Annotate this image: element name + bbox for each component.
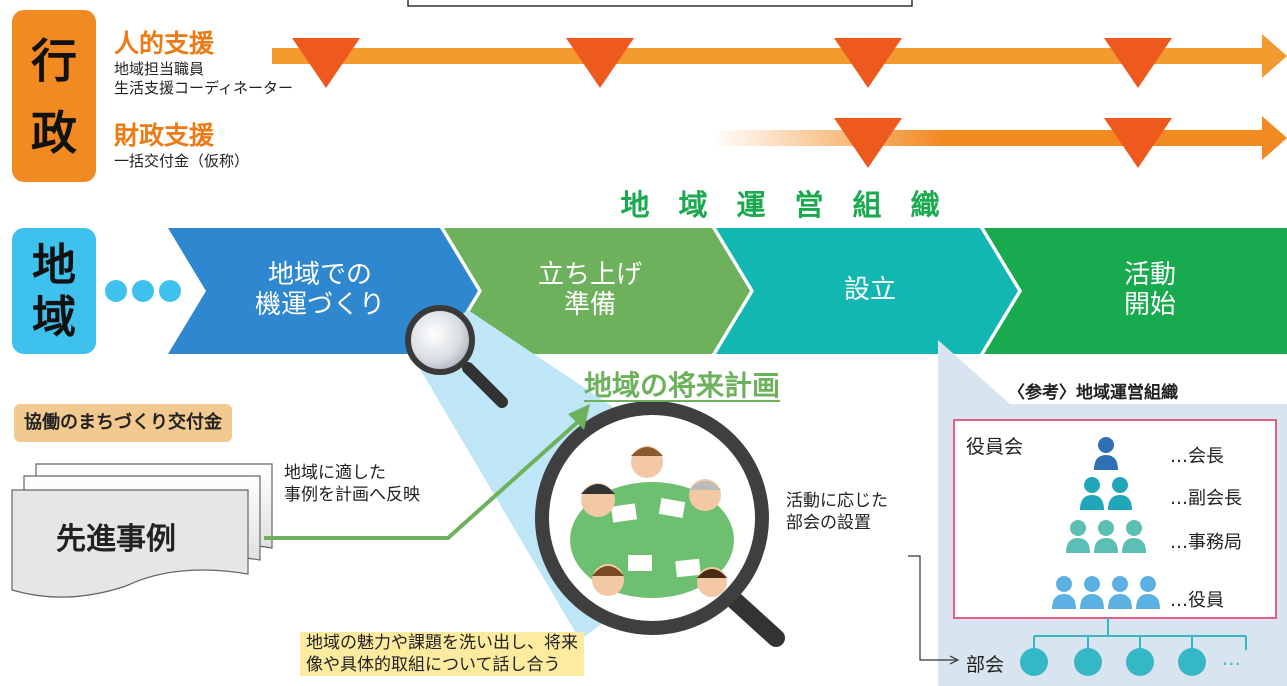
financial-support-line1: 一括交付金（仮称） (114, 152, 250, 170)
financial-support-arrow (712, 116, 1287, 160)
discussion-note: 地域の魅力や課題を洗い出し、将来像や具体的取組について話し合う (300, 632, 584, 676)
meeting-illustration (570, 446, 734, 598)
reference-title: 〈参考〉地域運営組織 (1008, 383, 1178, 403)
gov-badge: 行 政 (12, 10, 96, 182)
subcommittee-dot (1178, 648, 1206, 676)
org-title: 地 域 運 営 組 織 (620, 188, 940, 222)
role-officers: …役員 (1170, 590, 1224, 611)
grant-label: 協働のまちづくり交付金 (14, 404, 232, 442)
stage-1-shape (168, 228, 478, 354)
committee-note: 活動に応じた部会の設置 (786, 491, 888, 533)
small-lens (405, 305, 475, 375)
role-vice-chair: …副会長 (1170, 488, 1242, 509)
financial-support-title: 財政支援 (114, 121, 215, 150)
subcommittee-more: … (1222, 648, 1241, 670)
stage-1-label: 地域での機運づくり (254, 260, 385, 320)
marker-triangle (834, 38, 902, 88)
role-secretariat: …事務局 (1170, 532, 1242, 553)
marker-triangle (834, 118, 902, 168)
marker-triangle (566, 38, 634, 88)
person-icon-vice-chair (1080, 477, 1132, 510)
marker-triangle (292, 38, 360, 88)
gov-char-2: 政 (31, 106, 77, 160)
person-icon-officers (1052, 576, 1160, 609)
human-support-line1: 地域担当職員 (114, 60, 205, 78)
subcommittee-dot (1020, 648, 1048, 676)
human-support-arrow (272, 34, 1287, 78)
future-plan-label: 地域の将来計画 (584, 369, 781, 402)
role-chair: …会長 (1170, 446, 1224, 467)
board-label: 役員会 (966, 436, 1024, 458)
marker-triangle (1104, 118, 1172, 168)
human-support-line2: 生活支援コーディネーター (114, 79, 293, 97)
gov-char-1: 行 (31, 34, 77, 88)
person-icon-chair (1094, 437, 1118, 470)
stage-4-label: 活動開始 (1123, 260, 1176, 320)
precedent-label: 先進事例 (56, 522, 176, 557)
precedent-doc-stack (11, 463, 273, 598)
area-badge: 地 域 (12, 228, 96, 354)
area-char-1: 地 (32, 240, 76, 291)
area-char-2: 域 (32, 292, 76, 343)
stage-3-shape (716, 228, 1018, 354)
marker-triangle (1104, 38, 1172, 88)
stage-4-shape (984, 228, 1287, 354)
reflect-note: 地域に適した事例を計画へ反映 (284, 463, 420, 505)
stage-3-label: 設立 (843, 275, 896, 305)
stage-2-shape (444, 228, 750, 354)
subcommittee-label: 部会 (966, 654, 1005, 676)
subcommittee-dot (1074, 648, 1102, 676)
human-support-title: 人的支援 (114, 29, 215, 58)
stage-2-label: 立ち上げ準備 (537, 260, 642, 320)
subcommittee-dot (1126, 648, 1154, 676)
ellipsis-dots (105, 280, 181, 302)
person-icon-secretariat (1066, 520, 1146, 553)
